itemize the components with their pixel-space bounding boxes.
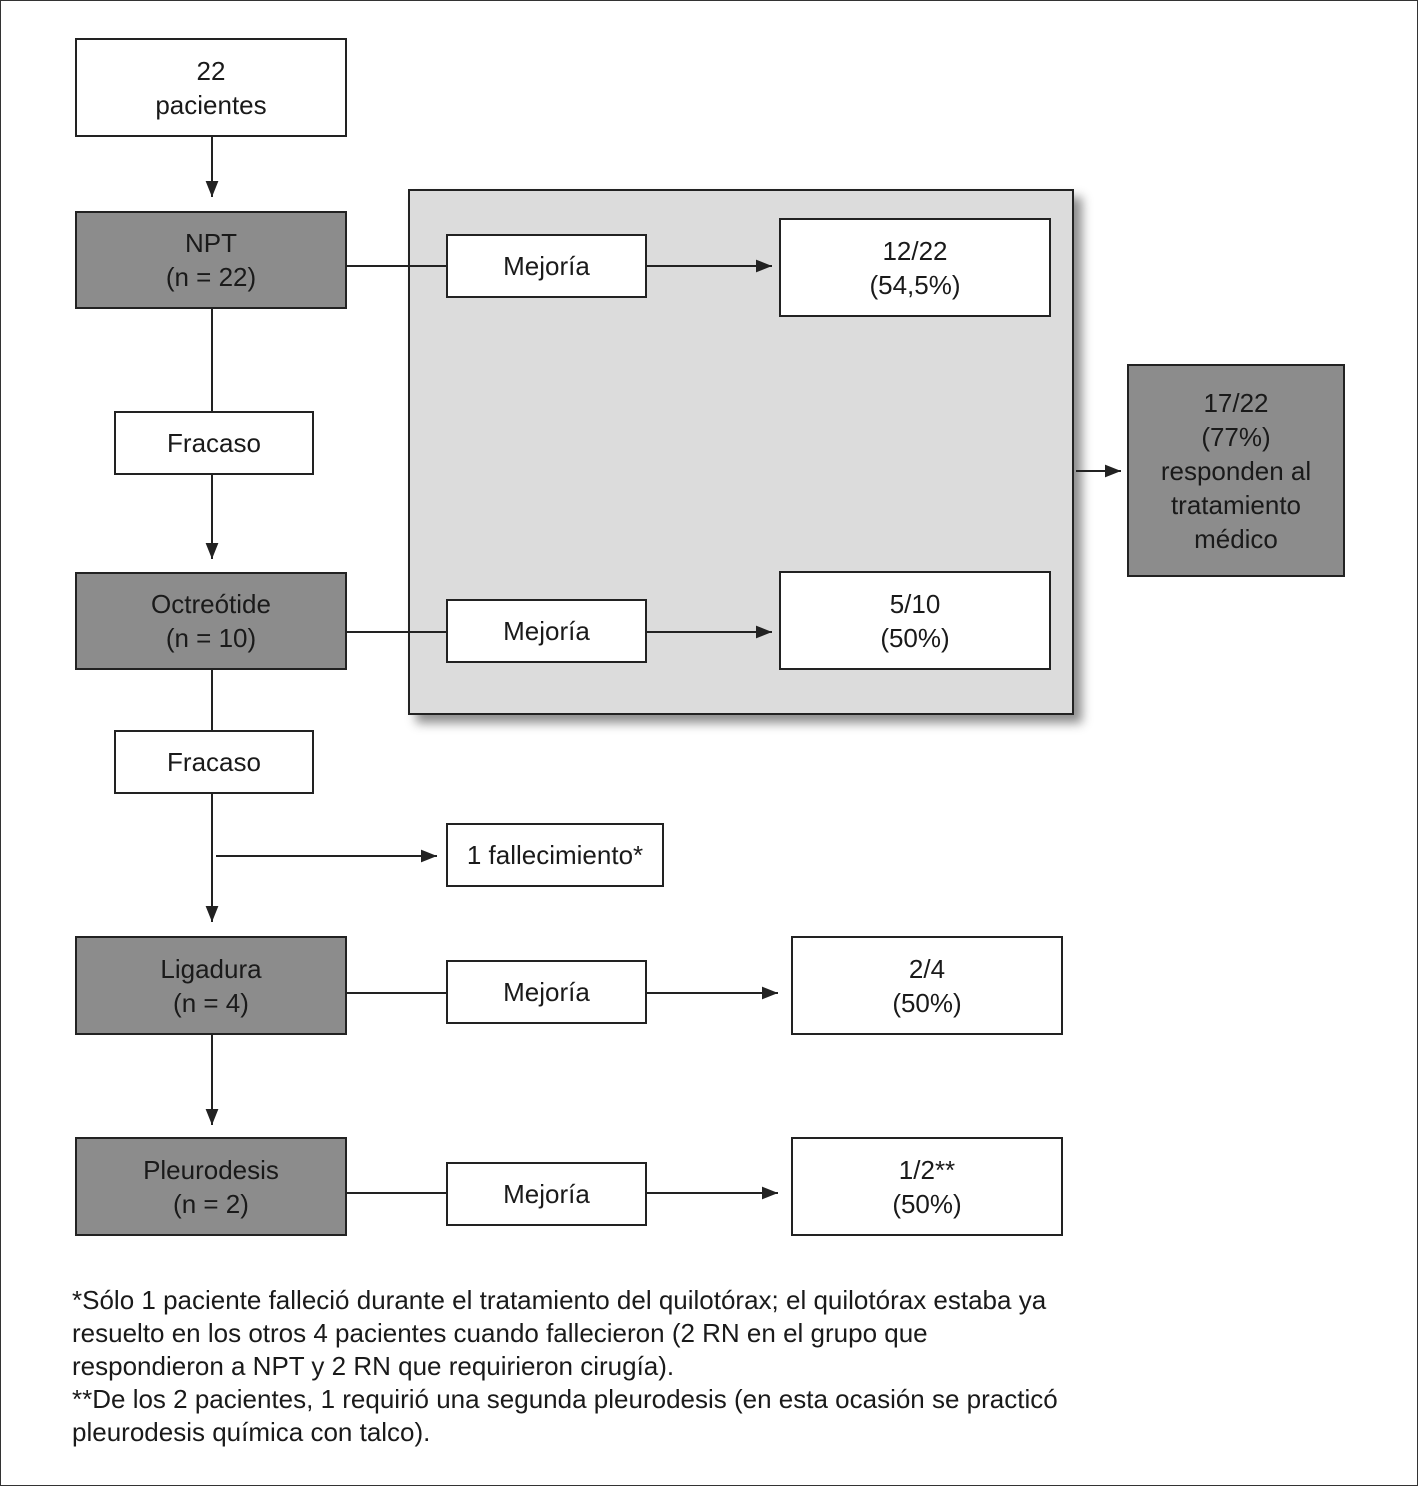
result-pleurodesis-node: 1/2** (50%) [791, 1137, 1063, 1236]
octreotide-node: Octreótide (n = 10) [75, 572, 347, 670]
fracaso-label: Fracaso [167, 428, 261, 458]
npt-label: NPT (n = 22) [165, 228, 257, 292]
footnote-death: *Sólo 1 paciente falleció durante el tra… [72, 1285, 1047, 1381]
mejoria-label: Mejoría [503, 251, 590, 281]
fracaso-node-1: Fracaso [114, 411, 314, 475]
ligadura-node: Ligadura (n = 4) [75, 936, 347, 1035]
start-node: 22 pacientes [75, 38, 347, 137]
mejoria-label: Mejoría [503, 1179, 590, 1209]
result-octreotide-label: 5/10 (50%) [880, 588, 950, 653]
octreotide-label: Octreótide (n = 10) [151, 589, 271, 653]
fallecimiento-label: 1 fallecimiento* [466, 840, 644, 870]
mejoria-label: Mejoría [503, 616, 590, 646]
result-ligadura-node: 2/4 (50%) [791, 936, 1063, 1035]
result-pleurodesis-label: 1/2** (50%) [892, 1154, 962, 1219]
fracaso-label: Fracaso [167, 747, 261, 777]
fallecimiento-node: 1 fallecimiento* [446, 823, 664, 887]
mejoria-node-npt: Mejoría [446, 234, 647, 298]
result-npt-node: 12/22 (54,5%) [779, 218, 1051, 317]
pleurodesis-node: Pleurodesis (n = 2) [75, 1137, 347, 1236]
total-response-label: 17/22 (77%) responden al tratamiento méd… [1160, 387, 1312, 554]
mejoria-label: Mejoría [503, 977, 590, 1007]
npt-node: NPT (n = 22) [75, 211, 347, 309]
start-label: 22 pacientes [155, 55, 267, 120]
footnote-pleurodesis: **De los 2 pacientes, 1 requirió una seg… [72, 1384, 1058, 1447]
result-octreotide-node: 5/10 (50%) [779, 571, 1051, 670]
pleurodesis-label: Pleurodesis (n = 2) [143, 1154, 279, 1219]
total-response-node: 17/22 (77%) responden al tratamiento méd… [1127, 364, 1345, 577]
footnotes: *Sólo 1 paciente falleció durante el tra… [72, 1284, 1072, 1449]
result-ligadura-label: 2/4 (50%) [892, 953, 962, 1018]
mejoria-node-octreotide: Mejoría [446, 599, 647, 663]
fracaso-node-2: Fracaso [114, 730, 314, 794]
ligadura-label: Ligadura (n = 4) [160, 953, 262, 1018]
result-npt-label: 12/22 (54,5%) [869, 235, 961, 300]
mejoria-node-ligadura: Mejoría [446, 960, 647, 1024]
mejoria-node-pleurodesis: Mejoría [446, 1162, 647, 1226]
